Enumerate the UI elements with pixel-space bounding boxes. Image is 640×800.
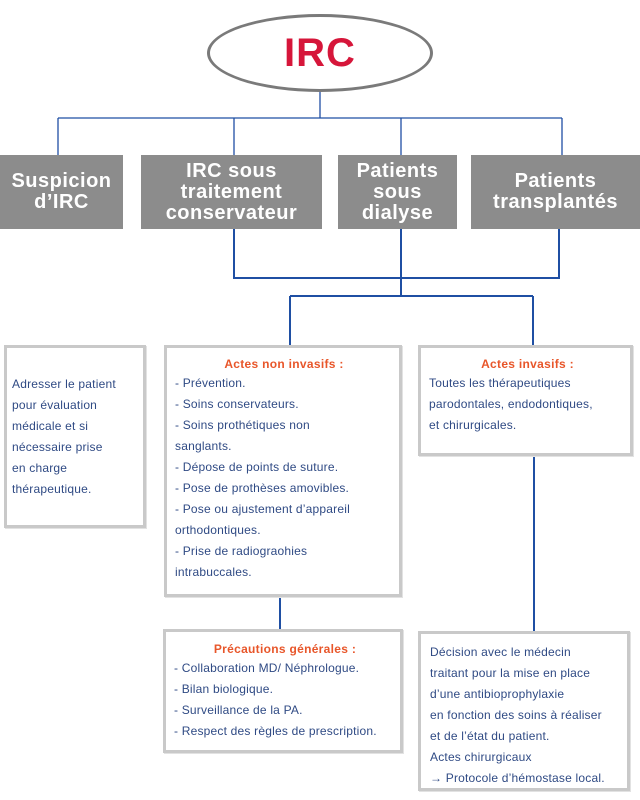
box-suspicion-advice: Adresser le patient pour évaluation médi…	[4, 345, 146, 528]
non-invasifs-item: - Pose de prothèses amovibles.	[175, 481, 350, 495]
category-patients-dialyse: Patients sous dialyse	[338, 155, 457, 229]
non-invasifs-item: - Prévention.	[175, 376, 246, 390]
precautions-item: - Collaboration MD/ Néphrologue.	[174, 661, 360, 675]
box-decision-medecin: Décision avec le médecin traitant pour l…	[418, 631, 630, 791]
category-irc-traitement-conservateur: IRC sous traitement conservateur	[141, 155, 322, 229]
decision-text: Décision avec le médecin traitant pour l…	[430, 645, 605, 785]
precautions-item: - Respect des règles de prescription.	[174, 724, 377, 738]
precautions-item: - Bilan biologique.	[174, 682, 274, 696]
precautions-item: - Surveillance de la PA.	[174, 703, 303, 717]
invasifs-heading: Actes invasifs :	[481, 357, 574, 371]
non-invasifs-heading: Actes non invasifs :	[224, 357, 344, 371]
precautions-heading: Précautions générales :	[213, 642, 357, 656]
category-suspicion-irc: Suspicion d’IRC	[0, 155, 123, 229]
title-ellipse: IRC	[207, 14, 433, 92]
invasifs-text: Toutes les thérapeutiques parodontales, …	[429, 376, 593, 432]
non-invasifs-item: - Soins conservateurs.	[175, 397, 299, 411]
non-invasifs-item: - Dépose de points de suture.	[175, 460, 339, 474]
suspicion-advice-text: Adresser le patient pour évaluation médi…	[12, 377, 116, 496]
box-actes-invasifs: Actes invasifs : Toutes les thérapeutiqu…	[418, 345, 633, 456]
title-text: IRC	[284, 30, 356, 75]
box-actes-non-invasifs: Actes non invasifs : - Prévention. - Soi…	[164, 345, 402, 597]
non-invasifs-item: - Pose ou ajustement d’appareil orthodon…	[175, 502, 350, 537]
category-patients-transplantes: Patients transplantés	[471, 155, 640, 229]
non-invasifs-item: - Prise de radiograohies intrabuccales.	[175, 544, 308, 579]
non-invasifs-item: - Soins prothétiques non sanglants.	[175, 418, 310, 453]
box-precautions-generales: Précautions générales : - Collaboration …	[163, 629, 403, 753]
